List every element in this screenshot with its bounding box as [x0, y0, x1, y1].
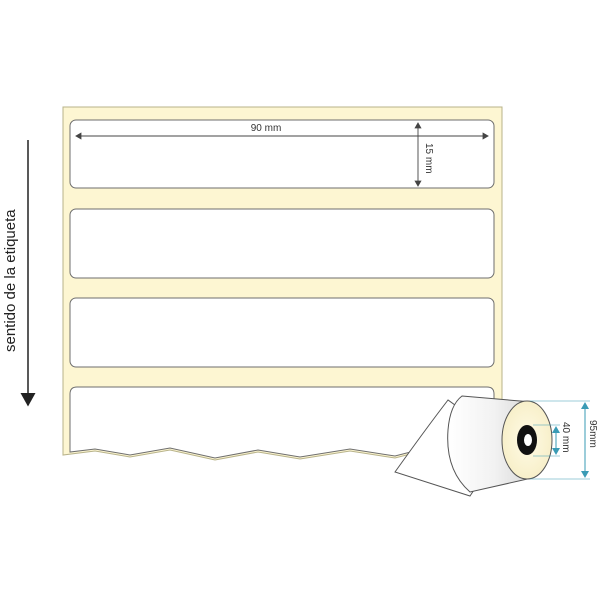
direction-label: sentido de la etiqueta: [2, 209, 19, 352]
label-4: [69, 386, 495, 459]
label-2: [69, 208, 495, 279]
roll-core-hole: [524, 434, 532, 446]
width-dimension-label: 90 mm: [251, 123, 282, 134]
label-sheet: 90 mm 15 mm: [62, 106, 503, 461]
core-dimension-label: 40 mm: [560, 422, 571, 453]
height-dimension-label: 15 mm: [423, 143, 434, 174]
roll-dimension-label: 95mm: [587, 420, 598, 448]
label-roll: 40 mm 95mm: [394, 395, 598, 497]
direction-indicator: sentido de la etiqueta: [2, 140, 36, 407]
label-3: [69, 297, 495, 368]
